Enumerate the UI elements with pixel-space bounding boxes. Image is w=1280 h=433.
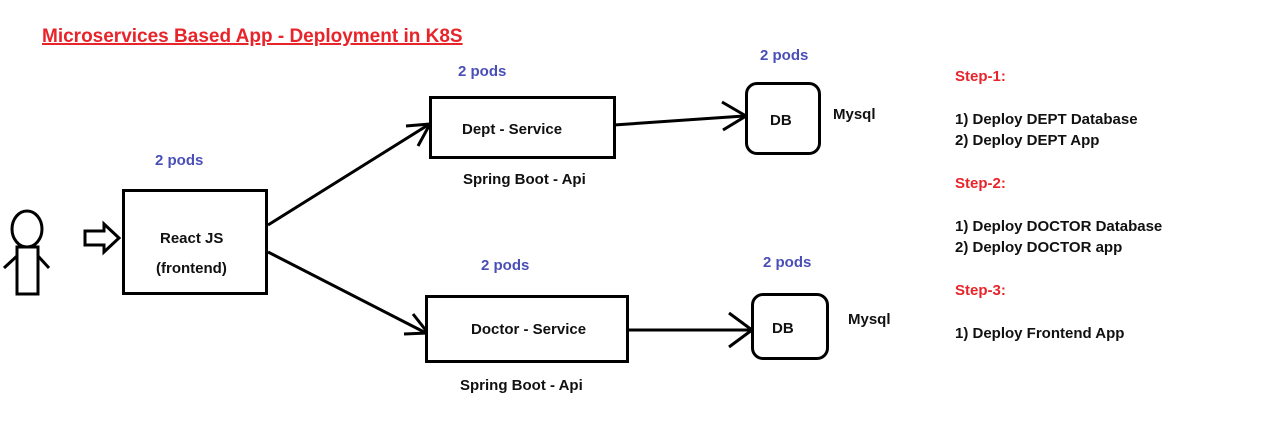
doctor-service-caption: Spring Boot - Api [460, 377, 583, 394]
dept-service-caption: Spring Boot - Api [463, 171, 586, 188]
dept-db-label: DB [770, 112, 792, 129]
step-1-item-1: 1) Deploy DEPT Database [955, 111, 1138, 128]
dept-service-label: Dept - Service [462, 121, 563, 138]
step-3-heading: Step-3: [955, 282, 1006, 299]
doctor-db-box: DB [751, 293, 829, 360]
doctor-service-label: Doctor - Service [471, 321, 587, 338]
react-pods-label: 2 pods [155, 152, 204, 169]
step-2-item-1: 1) Deploy DOCTOR Database [955, 218, 1163, 235]
input-arrow-icon [83, 220, 122, 256]
doctor-db-engine: Mysql [848, 311, 891, 328]
dept-service-box: Dept - Service [429, 96, 616, 159]
react-frontend-box: React JS (frontend) [122, 189, 268, 295]
doctor-pods-label: 2 pods [481, 257, 530, 274]
edge-react-to-doctor [267, 250, 427, 335]
edge-react-to-dept [267, 123, 429, 227]
dept-db-box: DB [745, 82, 821, 155]
dept-db-pods-label: 2 pods [760, 47, 809, 64]
dept-db-engine: Mysql [833, 106, 876, 123]
step-3-item-1: 1) Deploy Frontend App [955, 325, 1125, 342]
edge-dept-to-db [613, 114, 745, 127]
dept-pods-label: 2 pods [458, 63, 507, 80]
doctor-db-pods-label: 2 pods [763, 254, 812, 271]
page-title: Microservices Based App - Deployment in … [42, 26, 463, 47]
react-label: React JS [160, 230, 224, 247]
doctor-db-label: DB [772, 320, 794, 337]
step-2-item-2: 2) Deploy DOCTOR app [955, 239, 1123, 256]
step-1-heading: Step-1: [955, 68, 1006, 85]
step-2-heading: Step-2: [955, 175, 1006, 192]
user-icon [2, 209, 51, 296]
react-sublabel: (frontend) [156, 260, 227, 277]
doctor-service-box: Doctor - Service [425, 295, 629, 363]
step-1-item-2: 2) Deploy DEPT App [955, 132, 1100, 149]
